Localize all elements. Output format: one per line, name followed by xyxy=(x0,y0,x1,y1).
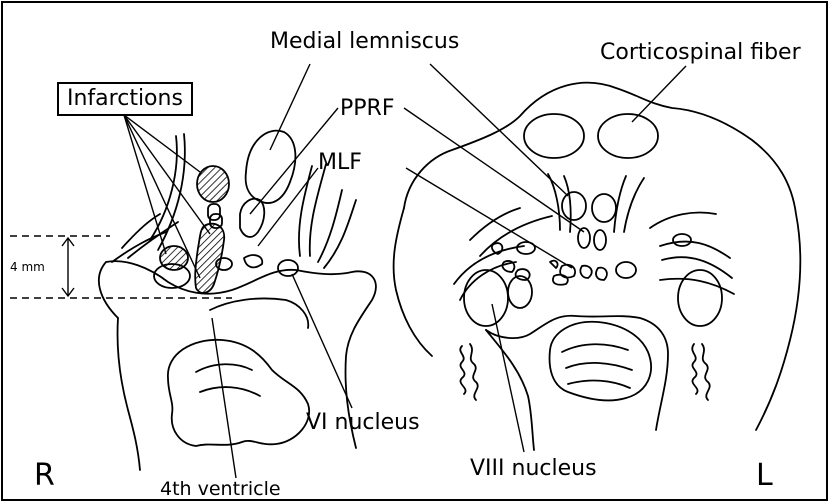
viii-nucleus-right xyxy=(678,270,722,326)
right-medial-lemniscus-left xyxy=(562,192,586,220)
vi-nucleus-label: VI nucleus xyxy=(306,410,420,435)
corticospinal-fiber-label: Corticospinal fiber xyxy=(600,40,801,65)
fourth-ventricle-label: 4th ventricle xyxy=(160,478,281,500)
pprf-label: PPRF xyxy=(340,96,394,121)
right-cerebellum xyxy=(550,322,652,401)
right-side-marker: R xyxy=(34,458,55,493)
left-medial-lemniscus xyxy=(246,131,296,203)
right-vi-nucleus xyxy=(616,262,636,278)
infarction-regions xyxy=(160,166,229,293)
right-medial-lemniscus-right xyxy=(592,194,616,222)
medial-lemniscus-label: Medial lemniscus xyxy=(270,29,459,54)
corticospinal-left xyxy=(524,114,584,158)
viii-nucleus-left xyxy=(464,270,508,326)
mlf-right xyxy=(594,230,606,250)
left-side-marker: L xyxy=(756,458,773,493)
left-ventral-contour xyxy=(117,318,140,470)
scale-label: 4 mm xyxy=(10,260,45,274)
infarctions-label: Infarctions xyxy=(57,82,193,116)
viii-nucleus-label: VIII nucleus xyxy=(470,456,597,481)
mlf-left xyxy=(578,228,590,248)
infarct-upper xyxy=(197,166,229,202)
mlf-label: MLF xyxy=(318,150,362,175)
left-vi-nucleus xyxy=(278,260,298,276)
left-cerebellum xyxy=(168,340,309,446)
left-ventricle-outline xyxy=(210,298,308,328)
corticospinal-right xyxy=(598,114,658,158)
